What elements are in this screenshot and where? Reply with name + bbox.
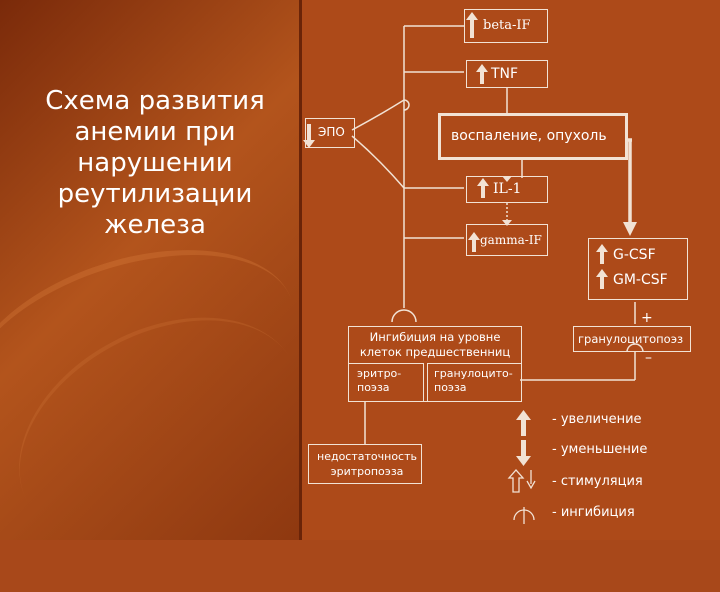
granulopoiesis-label: гранулоцитопоэз [578,332,684,346]
legend-increase: - увеличение [552,412,642,427]
insufficiency-label: недостаточность эритропоэза [317,450,417,478]
erythropoiesis-box: эритро- поэза [348,363,424,402]
csf-box: G-CSF GM-CSF [588,238,688,300]
left-panel [0,0,300,540]
beta-if-box: beta-IF [464,9,548,43]
granulopoiesis-sub-box: гранулоцито- поэза [427,363,522,402]
inflammation-box: воспаление, опухоль [438,113,628,160]
il1-box: IL-1 [466,176,548,203]
tnf-label: TNF [491,66,519,82]
gmcsf-label: GM-CSF [613,272,668,288]
granulopoiesis-box: гранулоцитопоэз [573,326,691,352]
epo-label: ЭПО [318,125,345,139]
beta-if-label: beta-IF [483,18,531,33]
granulopoiesis-sub-label: гранулоцито- поэза [434,367,513,394]
slide-title: Схема развития анемии при нарушении реут… [45,86,265,240]
legend-decrease: - уменьшение [552,442,648,457]
legend-inhibition: - ингибиция [552,505,635,520]
inhibition-label: Ингибиция на уровне клеток предшественни… [359,330,511,359]
gamma-if-label: gamma-IF [480,233,542,247]
inhibition-box: Ингибиция на уровне клеток предшественни… [348,326,522,402]
insufficiency-box: недостаточность эритропоэза [308,444,422,484]
diagram-connectors [303,12,644,524]
inflammation-label: воспаление, опухоль [451,128,607,144]
epo-box: ЭПО [305,118,355,148]
diagram-panel [302,0,720,540]
il1-label: IL-1 [493,181,522,197]
panel-divider [299,0,302,540]
plus-sign: + [641,310,653,326]
minus-sign: – [645,350,652,366]
gcsf-label: G-CSF [613,247,656,263]
legend-stimulation: - стимуляция [552,474,643,489]
erythropoiesis-label: эритро- поэза [357,367,402,394]
gamma-if-box: gamma-IF [466,224,548,256]
tnf-box: TNF [466,60,548,88]
